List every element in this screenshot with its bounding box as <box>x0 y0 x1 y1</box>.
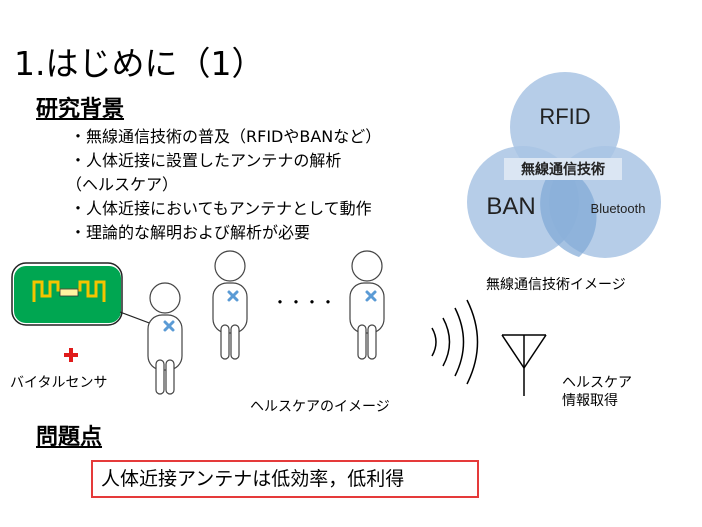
problems-heading: 問題点 <box>36 425 103 450</box>
background-item-3: （ヘルスケア） <box>66 175 179 194</box>
venn-overlap <box>540 167 597 257</box>
venn-label-bluetooth: Bluetooth <box>591 201 646 216</box>
research-background-heading: 研究背景 <box>36 97 125 122</box>
signal-waves-icon <box>431 299 479 385</box>
plus-icon <box>64 348 78 362</box>
background-item-4: ・人体近接においてもアンテナとして動作 <box>70 199 372 218</box>
healthcare-illustration: ・・・・ <box>11 250 547 396</box>
venn-center-label: 無線通信技術 <box>521 161 605 178</box>
venn-label-rfid: RFID <box>539 104 590 129</box>
background-item-2: ・人体近接に設置したアンテナの解析 <box>70 151 342 170</box>
person-figure-2 <box>212 250 248 360</box>
sensor-marker-2 <box>227 290 239 302</box>
wireless-venn-diagram: RFID BAN Bluetooth 無線通信技術 <box>467 72 661 258</box>
sensor-marker-3 <box>365 290 377 302</box>
venn-label-ban: BAN <box>486 193 535 220</box>
person-figure-3 <box>349 250 385 360</box>
venn-center-label-box <box>504 158 622 180</box>
venn-caption: 無線通信技術イメージ <box>486 277 626 293</box>
antenna-icon <box>501 334 547 396</box>
receiver-caption-line2: 情報取得 <box>562 393 618 409</box>
sensor-marker-1 <box>163 320 175 332</box>
vital-sensor-caption: バイタルセンサ <box>10 375 108 391</box>
healthcare-image-caption: ヘルスケアのイメージ <box>250 399 390 415</box>
receiver-caption-line1: ヘルスケア <box>562 375 632 391</box>
sensor-board <box>11 262 123 326</box>
people-ellipsis: ・・・・ <box>272 293 336 312</box>
person-figure-1 <box>147 282 183 395</box>
slide-title: 1.はじめに（1） <box>14 44 265 83</box>
background-item-5: ・理論的な解明および解析が必要 <box>70 223 311 242</box>
problem-statement-box: 人体近接アンテナは低効率，低利得 <box>91 460 479 498</box>
background-item-1: ・無線通信技術の普及（RFIDやBANなど） <box>70 127 382 146</box>
